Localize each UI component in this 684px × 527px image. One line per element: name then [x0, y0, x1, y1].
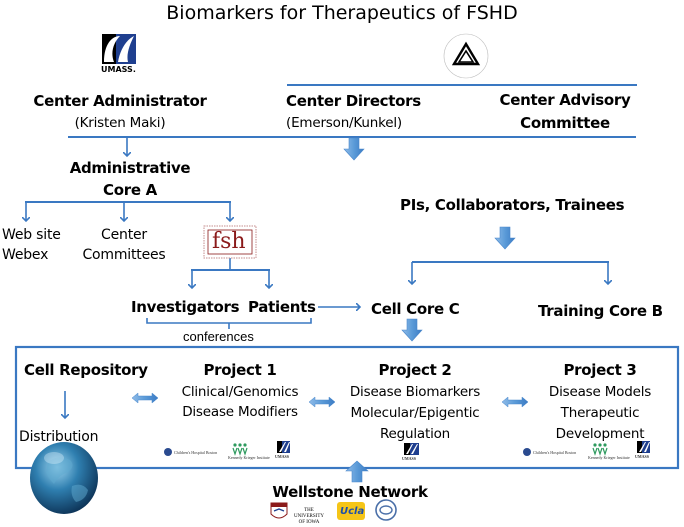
conferences-label: conferences	[183, 329, 254, 344]
project3-line2: Therapeutic	[560, 405, 640, 421]
project2-line2: Molecular/Epigentic	[350, 405, 480, 421]
webex-label: Webex	[2, 247, 49, 263]
umass-small-text-p3: UMASS	[635, 454, 650, 459]
admin-core-line2: Core A	[103, 181, 157, 199]
partner-logos-project1	[164, 441, 290, 456]
fsh-society-logo	[203, 225, 257, 259]
umass-logo-top	[102, 34, 136, 64]
globe-icon	[30, 442, 98, 514]
ucla-logo: Ucla	[337, 502, 365, 520]
project1-title: Project 1	[203, 361, 277, 379]
conferences-bracket	[146, 318, 312, 329]
projects-box	[14, 345, 680, 470]
project1-line2: Disease Modifiers	[182, 404, 298, 420]
nih-logo	[443, 33, 489, 79]
fsh-logo-text: fsh	[212, 229, 246, 254]
block-arrow-cell-core	[401, 318, 423, 342]
cell-repository: Cell Repository	[24, 361, 148, 379]
kennedy-krieger-text-p1: Kennedy Krieger Institute	[228, 455, 270, 460]
center-administrator-title: Center Administrator	[33, 92, 207, 110]
distribution-label: Distribution	[19, 429, 99, 445]
project3-line1: Disease Models	[548, 384, 652, 400]
partner-logos-project2	[404, 443, 419, 455]
project3-line3: Development	[555, 426, 645, 442]
investigators-label: Investigators	[131, 298, 240, 316]
block-arrow-wellstone	[345, 460, 369, 483]
center-committees-line1: Center	[101, 227, 147, 243]
wellstone-network: Wellstone Network	[272, 483, 428, 501]
cell-core-c: Cell Core C	[371, 300, 460, 318]
training-core-b: Training Core B	[538, 302, 663, 320]
umass-small-text-p1: UMASS	[275, 454, 290, 459]
umass-logo-text: UMASS.	[101, 65, 136, 74]
double-arrow-project1-project2	[308, 396, 336, 408]
project2-title: Project 2	[378, 361, 452, 379]
center-directors-names: (Emerson/Kunkel)	[286, 115, 402, 131]
patients-label: Patients	[248, 298, 316, 316]
partner-logos-project3	[523, 441, 650, 456]
umass-small-text-p2: UMASS	[402, 456, 417, 461]
project3-title: Project 3	[563, 361, 637, 379]
svg-text:Ucla: Ucla	[340, 506, 364, 517]
diagram-title: Biomarkers for Therapeutics of FSHD	[166, 2, 518, 24]
center-administrator-name: (Kristen Maki)	[74, 115, 166, 131]
block-arrow-pis	[494, 226, 516, 250]
advisory-committee-line1: Center Advisory	[499, 91, 631, 109]
childrens-hospital-text-p3: Children's Hospital Boston	[533, 450, 577, 455]
center-directors-title: Center Directors	[286, 92, 421, 110]
unc-logo	[375, 499, 397, 521]
double-arrow-project2-project3	[501, 396, 529, 408]
kennedy-krieger-text-p3: Kennedy Krieger Institute	[588, 455, 630, 460]
penn-logo	[270, 502, 288, 519]
project2-line1: Disease Biomarkers	[349, 384, 481, 400]
project2-line3: Regulation	[379, 426, 451, 442]
project1-line1: Clinical/Genomics	[181, 384, 299, 400]
center-committees-line2: Committees	[82, 247, 166, 263]
website-label: Web site	[2, 227, 61, 243]
block-arrow-directors	[343, 137, 365, 161]
double-arrow-repo-project1	[131, 392, 159, 404]
admin-core-line1: Administrative	[69, 159, 191, 177]
pis-collaborators-trainees: PIs, Collaborators, Trainees	[400, 196, 625, 214]
childrens-hospital-text-p1: Children's Hospital Boston	[174, 450, 218, 455]
iowa-logo-text: THE UNIVERSITY OF IOWA	[294, 508, 324, 525]
advisory-committee-line2: Committee	[520, 114, 610, 132]
